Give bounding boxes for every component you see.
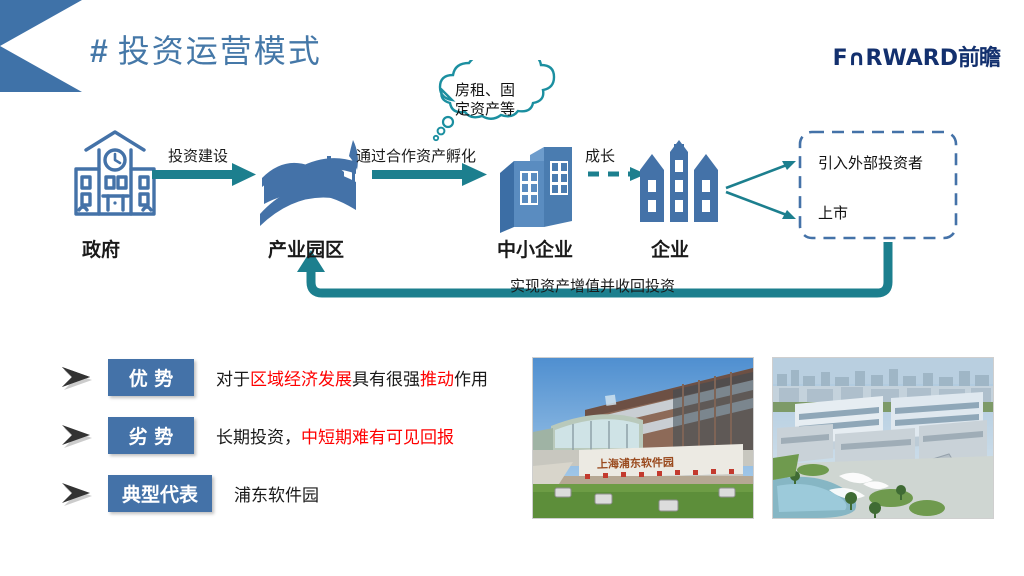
flow-arrow-to-listing bbox=[725, 190, 796, 219]
photo-pudong-software-park-entrance: 上海浦东软件园 bbox=[532, 357, 754, 519]
process-diagram: 投资建设 通过合作资产孵化 成长 房租、固 定资产等 引入外部投资者 上市 政府… bbox=[0, 60, 1024, 350]
seg-red: 推动 bbox=[420, 369, 454, 389]
node-label-sme: 中小企业 bbox=[497, 239, 574, 261]
flow-arrow-to-external-investors bbox=[725, 161, 796, 190]
list-item: 劣 势 长期投资，中短期难有可见回报 bbox=[60, 406, 530, 464]
flow-arrow-investment-construction bbox=[152, 163, 256, 186]
brand-logo-en: F∩RWARD bbox=[832, 46, 958, 71]
thought-bubble-text: 房租、固 定资产等 bbox=[455, 82, 515, 120]
outcome-item-external-investors: 引入外部投资者 bbox=[818, 156, 924, 172]
flow-label-investment-construction: 投资建设 bbox=[168, 149, 229, 165]
seg: 作用 bbox=[454, 369, 488, 389]
title-text: 投资运营模式 bbox=[117, 32, 322, 70]
node-label-government: 政府 bbox=[82, 239, 121, 261]
thought-bubble-line-2: 定资产等 bbox=[455, 101, 516, 118]
bullet-text-typical-example: 浦东软件园 bbox=[234, 481, 319, 506]
bullet-text-advantage: 对于区域经济发展具有很强推动作用 bbox=[216, 365, 488, 390]
thought-bubble bbox=[432, 60, 556, 142]
seg: 长期投资， bbox=[216, 427, 301, 447]
seg: 具有很强 bbox=[352, 369, 420, 389]
arrowhead-icon bbox=[62, 425, 92, 448]
flow-label-cooperative-incubation: 通过合作资产孵化 bbox=[356, 149, 477, 165]
badge-advantage: 优 势 bbox=[108, 358, 194, 396]
list-item: 典型代表 浦东软件园 bbox=[60, 464, 530, 522]
badge-disadvantage: 劣 势 bbox=[108, 416, 194, 454]
corner-triangle-decoration bbox=[0, 0, 82, 92]
bullet-list: 优 势 对于区域经济发展具有很强推动作用 劣 势 长期投资，中短期难有可见回报 … bbox=[60, 348, 530, 522]
government-building-icon bbox=[74, 130, 156, 216]
thought-bubble-line-1: 房租、固 bbox=[455, 83, 516, 99]
flow-arrow-cooperative-incubation bbox=[372, 163, 487, 186]
city-buildings-icon bbox=[640, 140, 718, 222]
node-label-industrial-park: 产业园区 bbox=[268, 239, 345, 261]
arrowhead-icon bbox=[62, 367, 92, 390]
seg: 对于 bbox=[216, 369, 250, 389]
flow-label-growth: 成长 bbox=[585, 149, 616, 165]
diagram-canvas bbox=[74, 60, 958, 298]
seg-red: 区域经济发展 bbox=[250, 369, 352, 389]
title-hash: # bbox=[90, 33, 110, 69]
brand-logo-cn: 前瞻 bbox=[957, 46, 1001, 71]
hills-park-icon bbox=[260, 140, 358, 226]
flow-arrow-growth-dashed bbox=[588, 167, 646, 181]
list-item: 优 势 对于区域经济发展具有很强推动作用 bbox=[60, 348, 530, 406]
outcome-dashed-box bbox=[798, 130, 958, 240]
node-label-enterprise: 企业 bbox=[651, 239, 690, 261]
outcome-item-listing: 上市 bbox=[818, 206, 849, 222]
feedback-loop-arrow bbox=[297, 242, 893, 298]
bullet-text-disadvantage: 长期投资，中短期难有可见回报 bbox=[216, 423, 454, 448]
brand-logo: F∩RWARD前瞻 bbox=[832, 40, 1001, 72]
seg: 浦东软件园 bbox=[234, 485, 320, 505]
office-towers-icon bbox=[500, 147, 572, 233]
svg-text:上海浦东软件园: 上海浦东软件园 bbox=[597, 455, 674, 471]
badge-typical-example: 典型代表 bbox=[108, 474, 213, 512]
arrowhead-icon bbox=[62, 483, 92, 506]
seg-red: 中短期难有可见回报 bbox=[301, 427, 454, 447]
page-title: #投资运营模式 bbox=[90, 26, 322, 72]
photo-software-park-aerial bbox=[772, 357, 994, 519]
feedback-loop-label: 实现资产增值并收回投资 bbox=[510, 279, 676, 295]
